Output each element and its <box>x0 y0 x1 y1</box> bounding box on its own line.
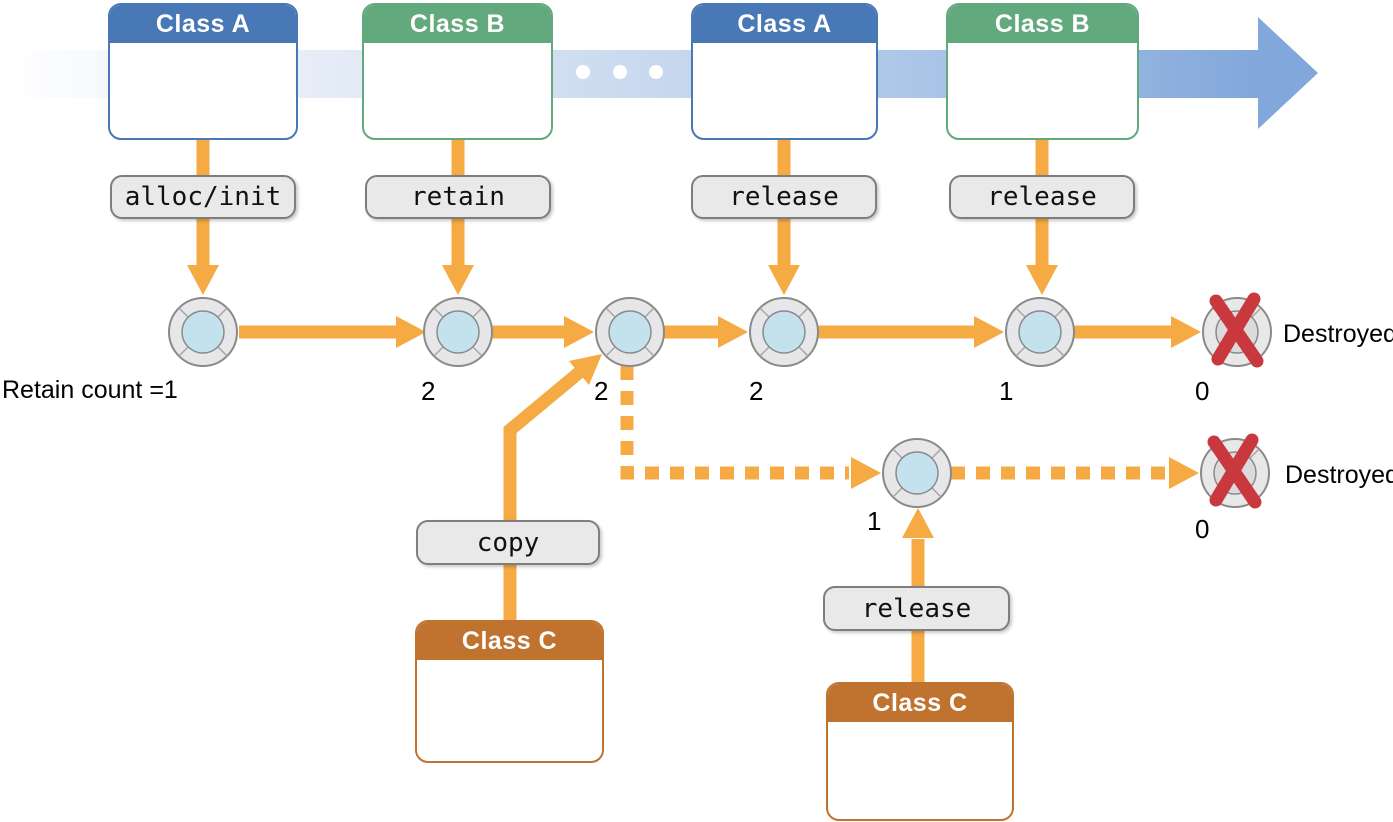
class-box-a2-header: Class A <box>693 5 876 43</box>
object-node-icon-2 <box>423 297 493 367</box>
pill-copy: copy <box>416 520 600 565</box>
class-box-b2: Class B <box>946 3 1139 140</box>
destroyed-label-copy: Destroyed <box>1285 461 1393 489</box>
object-node-icon-3 <box>595 297 665 367</box>
retain-count-copy-node: 1 <box>867 506 882 536</box>
retain-count-node3: 2 <box>594 376 609 406</box>
arrow-node5-destroyed <box>1074 316 1201 348</box>
timeline-ellipsis-dots <box>576 65 663 79</box>
arrow-copy <box>503 354 602 622</box>
destroyed-label-main: Destroyed <box>1283 320 1393 348</box>
retain-count-node4: 2 <box>749 376 764 406</box>
class-box-a1: Class A <box>108 3 298 140</box>
class-box-c1: Class C <box>415 620 604 763</box>
pill-retain: retain <box>365 175 551 219</box>
retain-count-start-label: Retain count =1 <box>2 376 178 404</box>
class-box-b1: Class B <box>362 3 553 140</box>
pill-release-a: release <box>691 175 877 219</box>
class-box-a2-label: Class A <box>737 9 832 38</box>
class-box-c2-label: Class C <box>872 688 968 717</box>
object-node-icon-1 <box>168 297 238 367</box>
object-node-icon-copy <box>882 438 952 508</box>
class-box-b2-label: Class B <box>994 9 1091 38</box>
pill-alloc-init: alloc/init <box>110 175 296 219</box>
class-box-c2-header: Class C <box>828 684 1012 722</box>
pill-release-b: release <box>949 175 1135 219</box>
arrow-dashed-copy-destroyed <box>951 457 1199 489</box>
retain-count-destroyed-main: 0 <box>1195 376 1210 406</box>
class-box-b1-header: Class B <box>364 5 551 43</box>
class-box-b2-header: Class B <box>948 5 1137 43</box>
arrow-node3-node4 <box>664 316 748 348</box>
class-box-c1-label: Class C <box>461 626 558 655</box>
arrow-node4-node5 <box>818 316 1004 348</box>
class-box-a1-header: Class A <box>110 5 296 43</box>
destroyed-node-icon-copy <box>1201 439 1269 507</box>
retain-count-node5: 1 <box>999 376 1014 406</box>
class-box-c2: Class C <box>826 682 1014 821</box>
orange-arrows <box>187 140 1201 682</box>
retain-count-node2: 2 <box>421 376 436 406</box>
arrow-dashed-copy-branch <box>620 366 881 489</box>
class-box-a2: Class A <box>691 3 878 140</box>
class-box-a1-label: Class A <box>155 9 251 38</box>
class-box-b1-label: Class B <box>409 9 506 38</box>
arrow-node1-node2 <box>239 316 426 348</box>
destroyed-node-icon-main <box>1203 298 1271 366</box>
object-node-icon-5 <box>1005 297 1075 367</box>
retain-count-destroyed-copy: 0 <box>1195 514 1210 544</box>
class-box-c1-header: Class C <box>417 622 602 660</box>
pill-release-c: release <box>823 586 1010 631</box>
arrow-node2-node3 <box>492 316 594 348</box>
object-node-icon-4 <box>749 297 819 367</box>
